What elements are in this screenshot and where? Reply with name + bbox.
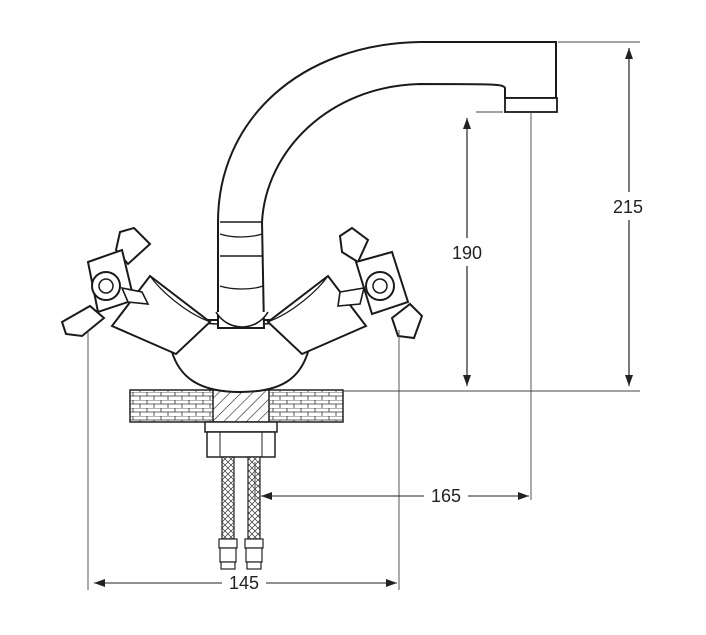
dimension-215-label: 215	[613, 197, 643, 217]
dimension-145-label: 145	[229, 573, 259, 593]
left-cross-handle	[60, 226, 152, 338]
countertop	[129, 389, 344, 423]
dimension-215: 215	[606, 48, 650, 386]
spout	[215, 41, 558, 329]
dimension-190-label: 190	[452, 243, 482, 263]
dimension-190: 190	[446, 118, 488, 386]
mounting-nut	[204, 421, 278, 458]
dimension-165: 165	[261, 484, 529, 508]
dimension-145: 145	[94, 570, 397, 594]
supply-hoses	[218, 456, 264, 570]
right-cross-handle	[337, 226, 424, 340]
dimension-165-label: 165	[431, 486, 461, 506]
extension-lines	[87, 41, 640, 590]
